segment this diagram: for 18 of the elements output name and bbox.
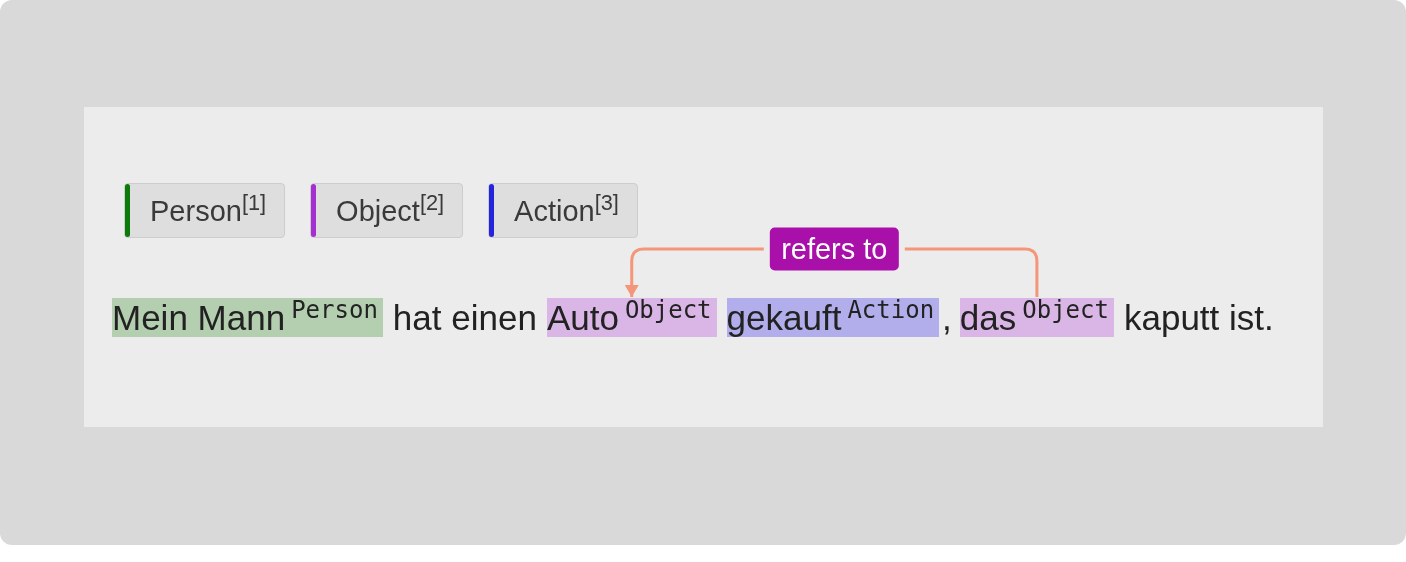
highlighted-word: Auto <box>546 298 619 337</box>
legend-label: Action$^{[3]}$ <box>513 192 620 229</box>
entity-tag: Object <box>624 298 712 322</box>
sentence-text: hat einen <box>392 298 537 337</box>
entity-tag: Action <box>847 298 935 322</box>
legend-label: Person$^{[1]}$ <box>149 192 268 229</box>
sentence-text: , <box>942 298 952 337</box>
entity-tag: Person <box>291 298 378 322</box>
entity-highlight <box>959 298 1114 337</box>
highlighted-word: gekauft <box>726 298 842 337</box>
legend-label: Object$^{[2]}$ <box>335 192 446 229</box>
entity-tag: Object <box>1022 298 1109 322</box>
entity-highlight <box>112 298 383 337</box>
entity-highlight <box>546 298 717 337</box>
highlighted-word: das <box>959 298 1017 337</box>
highlighted-word: Mein Mann <box>112 298 286 337</box>
sentence-text: kaputt ist. <box>1123 298 1274 337</box>
entity-highlight <box>726 298 940 337</box>
